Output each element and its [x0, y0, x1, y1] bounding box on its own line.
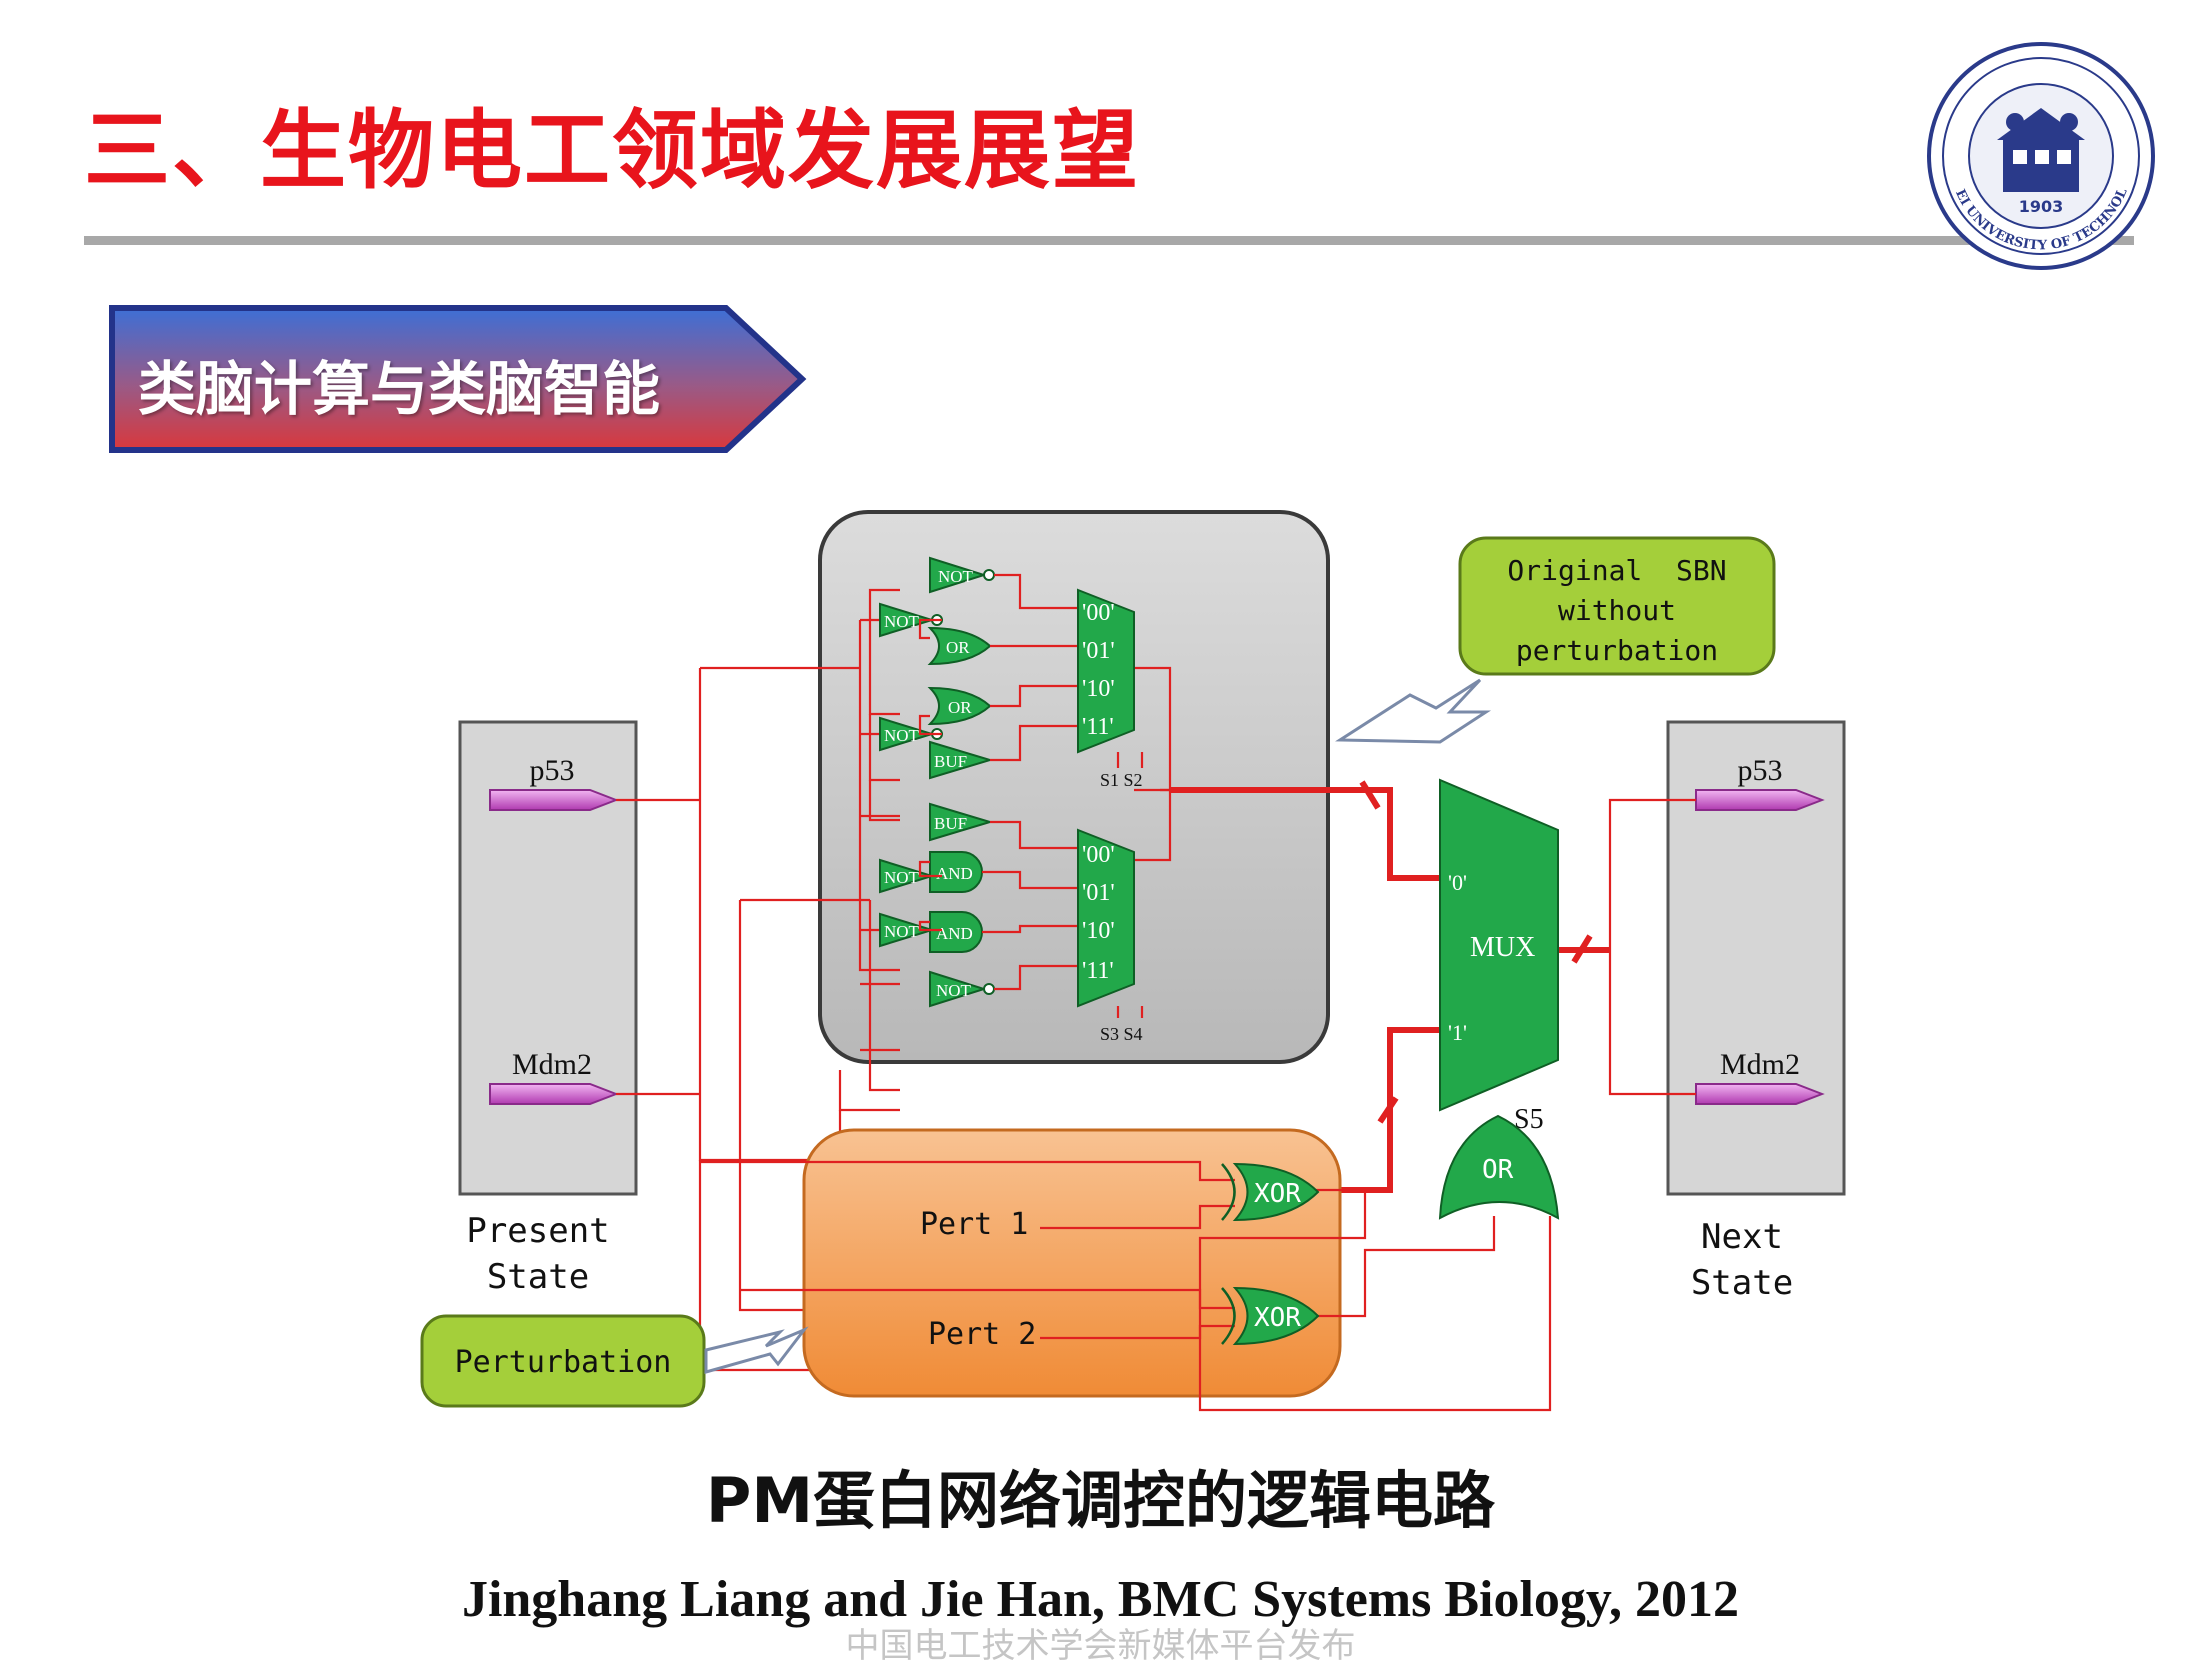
sbn-callout-box — [1458, 536, 1776, 676]
figure-caption: PM蛋白网络调控的逻辑电路 — [705, 1464, 1496, 1537]
present-mdm2-signal — [489, 1083, 619, 1105]
gate-not-1 — [929, 556, 988, 594]
page-title: 三、生物电工领域发展展望 — [84, 101, 1140, 201]
sbn-callout-line2: without — [1558, 594, 1676, 627]
gate-and-2-label: AND — [936, 924, 973, 943]
mux-top — [1077, 588, 1135, 754]
xor-gate-1 — [1232, 1162, 1320, 1222]
gate-not-5-label: NOT — [884, 922, 920, 941]
main-mux-label: MUX — [1470, 932, 1535, 963]
present-mdm2-label: Mdm2 — [512, 1048, 592, 1081]
gate-buf-1-label: BUF — [934, 752, 967, 771]
next-state-label-2: State — [1691, 1263, 1793, 1303]
main-mux — [1439, 778, 1559, 1112]
watermark: 中国电工技术学会新媒体平台发布 — [845, 1626, 1356, 1666]
next-mdm2-label: Mdm2 — [1720, 1048, 1800, 1081]
section-arrow-tab — [109, 305, 807, 453]
gate-not-4 — [879, 858, 936, 894]
gate-not-2-label: NOT — [884, 612, 920, 631]
pert1-label: Pert 1 — [920, 1207, 1028, 1242]
xor-gate-1-label: XOR — [1254, 1179, 1301, 1209]
gate-or-2 — [927, 686, 992, 726]
next-mdm2-signal — [1695, 1083, 1825, 1105]
university-seal-icon: 1903 HEBEI UNIVERSITY OF TECHNOLOGY — [1925, 40, 2155, 270]
next-p53-label: p53 — [1738, 754, 1783, 787]
present-state-label-1: Present — [466, 1211, 609, 1251]
mux-top-in-2: '10' — [1082, 676, 1115, 702]
pert-wiring — [700, 1160, 1552, 1412]
gate-or-1 — [927, 626, 992, 666]
mux-top-in-3: '11' — [1082, 714, 1114, 740]
gate-not-6-label: NOT — [936, 981, 972, 1000]
gate-not-6 — [929, 970, 988, 1008]
present-state-label-2: State — [487, 1257, 589, 1297]
mux-top-selects: S1 S2 — [1100, 770, 1143, 790]
present-p53-signal — [489, 789, 619, 811]
pert2-label: Pert 2 — [928, 1317, 1036, 1352]
next-p53-signal — [1695, 789, 1825, 811]
gate-not-3 — [879, 716, 936, 752]
sbn-callout-arrow-icon — [1335, 678, 1492, 744]
gate-not-3-label: NOT — [884, 726, 920, 745]
mux-top-in-1: '01' — [1082, 638, 1115, 664]
xor-gate-2 — [1232, 1286, 1320, 1346]
gate-or-1-label: OR — [946, 638, 970, 657]
gate-and-1-label: AND — [936, 864, 973, 883]
gate-buf-2-label: BUF — [934, 814, 967, 833]
main-mux-in-1: '1' — [1448, 1020, 1467, 1045]
sbn-callout-line1: Original SBN — [1507, 554, 1726, 587]
or-gate-s5-label: OR — [1482, 1155, 1514, 1185]
seal-year: 1903 — [2019, 197, 2064, 216]
title-divider — [84, 236, 2134, 245]
mux-bottom-in-1: '01' — [1082, 880, 1115, 906]
section-label: 类脑计算与类脑智能 — [138, 355, 661, 423]
mux-bottom — [1077, 828, 1135, 1008]
gate-not-4-label: NOT — [884, 868, 920, 887]
mux-bottom-in-3: '11' — [1082, 958, 1114, 984]
main-mux-in-0: '0' — [1448, 870, 1467, 895]
gate-buf-1 — [929, 740, 994, 780]
gate-and-1 — [929, 851, 983, 893]
present-p53-label: p53 — [530, 754, 575, 787]
mux-bottom-in-0: '00' — [1082, 842, 1115, 868]
xor-gate-2-label: XOR — [1254, 1303, 1301, 1333]
or-gate-s5 — [1438, 1114, 1560, 1220]
mux-bottom-selects: S3 S4 — [1100, 1024, 1143, 1044]
gate-not-2 — [879, 602, 936, 638]
internal-wiring — [918, 573, 1172, 1018]
top-gate-group: NOT NOT OR OR NOT BUF — [879, 556, 995, 780]
mux-top-in-0: '00' — [1082, 600, 1115, 626]
perturbation-block — [802, 1128, 1342, 1398]
perturbation-box — [420, 1314, 706, 1408]
perturbation-text: Perturbation — [455, 1345, 672, 1380]
gate-buf-2 — [929, 802, 994, 842]
mux-bottom-in-2: '10' — [1082, 918, 1115, 944]
logic-circuit-diagram: p53 Mdm2 Present State p53 Mdm2 Next Sta… — [420, 510, 1846, 1412]
bottom-gate-group: BUF NOT AND NOT AND NOT — [879, 802, 995, 1008]
sbn-callout-line3: perturbation — [1516, 634, 1718, 667]
gate-and-2 — [929, 911, 983, 953]
gate-or-2-label: OR — [948, 698, 972, 717]
citation: Jinghang Liang and Jie Han, BMC Systems … — [461, 1571, 1740, 1628]
next-state-label-1: Next — [1701, 1217, 1783, 1257]
perturbation-arrow-icon — [704, 1326, 809, 1374]
gate-not-5 — [879, 912, 936, 948]
output-wiring — [1608, 798, 1696, 1096]
gate-not-1-label: NOT — [938, 567, 974, 586]
